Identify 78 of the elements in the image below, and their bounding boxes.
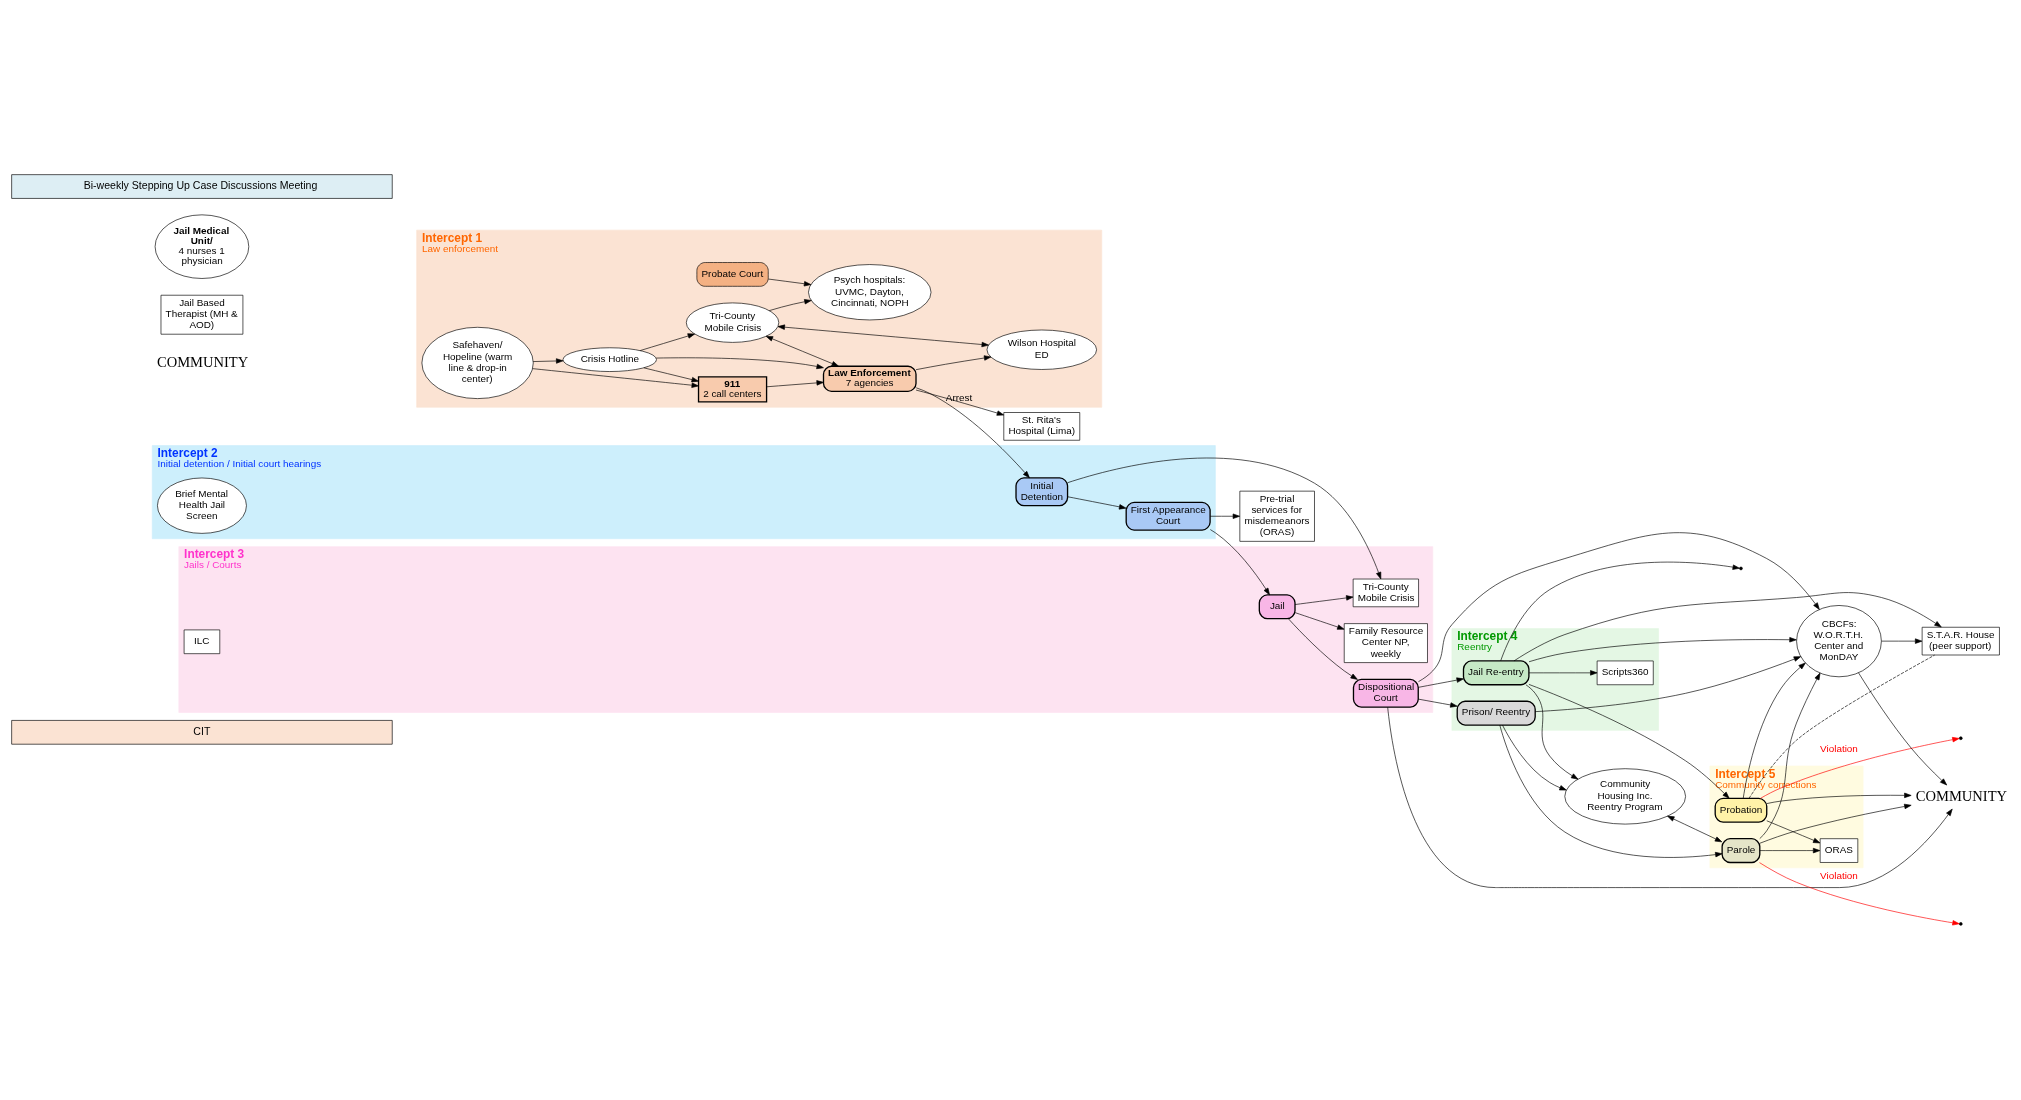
arrow — [1499, 561, 1740, 662]
arrow — [765, 380, 824, 388]
arrow — [1759, 847, 1820, 854]
arrow — [1209, 529, 1270, 596]
arrow — [1766, 792, 1911, 804]
arrow — [915, 387, 1030, 479]
edge-label: Violation — [1819, 870, 1858, 881]
node-box: Jail — [1258, 594, 1296, 620]
arrow — [1066, 457, 1381, 580]
node-box: Law Enforcement 7 agencies — [822, 365, 917, 393]
arrow — [1759, 803, 1911, 844]
arrow — [915, 389, 1004, 416]
arrow — [915, 355, 991, 370]
arrow — [1758, 672, 1820, 839]
arrow — [1294, 612, 1344, 630]
arrow — [765, 335, 839, 367]
edge-label: Violation — [1819, 743, 1858, 755]
arrow — [1534, 656, 1801, 712]
node-box: ILC — [183, 629, 220, 654]
arrow — [1501, 724, 1567, 791]
node-box: Prison/ Reentry — [1456, 700, 1536, 726]
edge-label: Arrest — [945, 392, 972, 404]
node-box: Jail Based Therapist (MH & AOD) — [160, 294, 243, 335]
arrow — [768, 299, 812, 311]
node-box: Tri-County Mobile Crisis — [1352, 578, 1419, 608]
arrow — [1287, 618, 1358, 680]
node-box: Bi-weekly Stepping Up Case Discussions Meeting — [10, 174, 393, 199]
arrow — [1498, 724, 1722, 858]
connector — [1748, 654, 1935, 799]
node-ellipse: Brief Mental Health Jail Screen — [156, 477, 247, 534]
node-box: Pre-trial services for misdemeanors (ORAS) — [1239, 490, 1315, 542]
arrow — [1742, 662, 1806, 799]
arrow — [1294, 595, 1353, 605]
node-ellipse: Wilson Hospital ED — [986, 329, 1097, 370]
node-box: Jail Re-entry — [1462, 660, 1530, 686]
arrow — [1417, 698, 1457, 708]
node-ellipse: Psych hospitals: UVMC, Dayton, Cincinnati, NOPH — [807, 264, 931, 321]
node-box: 911 2 call centers — [697, 376, 767, 403]
arrow — [777, 324, 989, 348]
arrow — [1209, 513, 1240, 519]
arrow — [1528, 670, 1597, 676]
node-box: Dispositional Court — [1352, 678, 1419, 708]
node-text: COMMUNITY — [1915, 787, 2007, 804]
node-box: Probate Court — [696, 262, 769, 287]
arrow — [643, 367, 699, 383]
arrow — [1666, 815, 1722, 843]
arrow — [1066, 496, 1126, 510]
arrow — [639, 333, 695, 351]
node-ellipse: Crisis Hotline — [562, 347, 657, 372]
node-box: Parole — [1720, 838, 1760, 864]
node-box: ORAS — [1819, 838, 1858, 863]
node-box: Scripts360 — [1596, 660, 1654, 686]
arrow — [1528, 637, 1797, 663]
arrow — [655, 357, 824, 370]
node-box: Probation — [1714, 797, 1767, 823]
node-box: First Appearance Court — [1125, 501, 1211, 531]
node-box: CIT — [10, 720, 393, 745]
node-box: Initial Detention — [1014, 477, 1068, 507]
node-ellipse: Safehaven/ Hopeline (warm line & drop-in center) — [421, 326, 534, 399]
node-ellipse: Jail Medical Unit/ 4 nurses 1 physician — [154, 214, 249, 279]
node-box: S.T.A.R. House (peer support) — [1921, 626, 2000, 656]
arrow — [1880, 638, 1922, 644]
arrow — [532, 358, 563, 364]
arrow — [1513, 592, 1942, 662]
arrow — [1857, 672, 1947, 786]
arrow — [1528, 684, 1729, 799]
arrow — [1759, 737, 1960, 799]
arrow — [1417, 532, 1820, 682]
node-box: Family Resource Center NP, weekly — [1343, 623, 1428, 663]
node-box: St. Rita's Hospital (Lima) — [1002, 412, 1080, 441]
arrow — [1417, 677, 1464, 688]
arrow — [1525, 684, 1578, 780]
arrow — [1765, 820, 1820, 844]
arrow — [767, 278, 811, 287]
arrow — [1386, 706, 1953, 888]
arrow — [1758, 862, 1960, 926]
arrow — [531, 368, 699, 388]
label: COMMUNITY — [156, 353, 248, 370]
